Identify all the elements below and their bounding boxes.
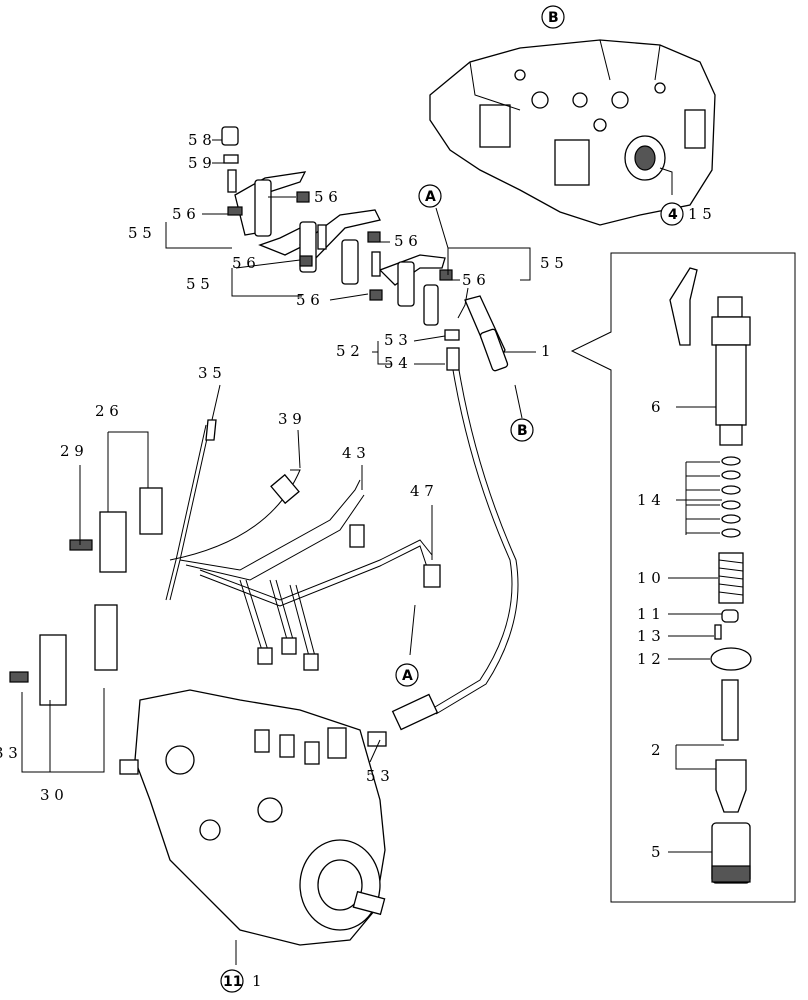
svg-text:4: 4 <box>668 207 678 223</box>
svg-text:1 5: 1 5 <box>688 205 712 223</box>
reference-markers: B A B A 4 1 5 11 1 <box>220 5 712 993</box>
svg-text:11: 11 <box>223 974 242 990</box>
marker-b-mid: B <box>510 418 534 442</box>
fuel-lines-drawing <box>9 369 519 946</box>
callout-55: 5 5 <box>186 275 210 293</box>
callout-1: 1 <box>541 342 551 360</box>
marker-a-top: A <box>418 184 442 208</box>
leader-lines <box>21 139 724 965</box>
callout-53: 5 3 <box>366 767 390 785</box>
callout-10: 1 0 <box>637 569 661 587</box>
injector-cluster-drawing <box>221 126 509 372</box>
callout-33: 3 3 <box>0 744 18 762</box>
callout-55: 5 5 <box>128 224 152 242</box>
callout-43: 4 3 <box>342 444 366 462</box>
callout-59: 5 9 <box>188 154 212 172</box>
svg-text:1: 1 <box>252 972 262 990</box>
callout-53: 5 3 <box>384 331 408 349</box>
ref-11-1: 11 1 <box>220 969 262 993</box>
callout-55: 5 5 <box>540 254 564 272</box>
callout-52: 5 2 <box>336 342 360 360</box>
callout-54: 5 4 <box>384 354 408 372</box>
callout-11: 1 1 <box>637 605 661 623</box>
callout-35: 3 5 <box>198 364 222 382</box>
cylinder-head-drawing <box>429 39 716 226</box>
callout-2: 2 <box>651 741 661 759</box>
callout-13: 1 3 <box>637 627 661 645</box>
callout-56: 5 6 <box>172 205 196 223</box>
svg-text:B: B <box>548 10 559 26</box>
detail-box-drawing <box>570 252 796 903</box>
ref-4-15: 4 1 5 <box>660 202 712 226</box>
callout-56: 5 6 <box>314 188 338 206</box>
svg-text:B: B <box>517 423 528 439</box>
callout-6: 6 <box>651 398 661 416</box>
callout-58: 5 8 <box>188 131 212 149</box>
svg-text:A: A <box>402 668 413 684</box>
callout-47: 4 7 <box>410 482 434 500</box>
callout-29: 2 9 <box>60 442 84 460</box>
callout-56: 5 6 <box>394 232 418 250</box>
callout-12: 1 2 <box>637 650 661 668</box>
callout-39: 3 9 <box>278 410 302 428</box>
svg-text:A: A <box>425 189 436 205</box>
callout-56: 5 6 <box>232 254 256 272</box>
callout-5: 5 <box>651 843 661 861</box>
marker-b-top: B <box>541 5 565 29</box>
callout-26: 2 6 <box>95 402 119 420</box>
marker-a-mid: A <box>395 663 419 687</box>
callout-30: 3 0 <box>40 786 64 804</box>
callout-56: 5 6 <box>462 271 486 289</box>
callout-14: 1 4 <box>637 491 661 509</box>
callout-labels: 5 8 5 9 5 6 5 5 5 6 5 6 5 5 5 6 5 6 5 6 … <box>0 131 661 861</box>
callout-56: 5 6 <box>296 291 320 309</box>
